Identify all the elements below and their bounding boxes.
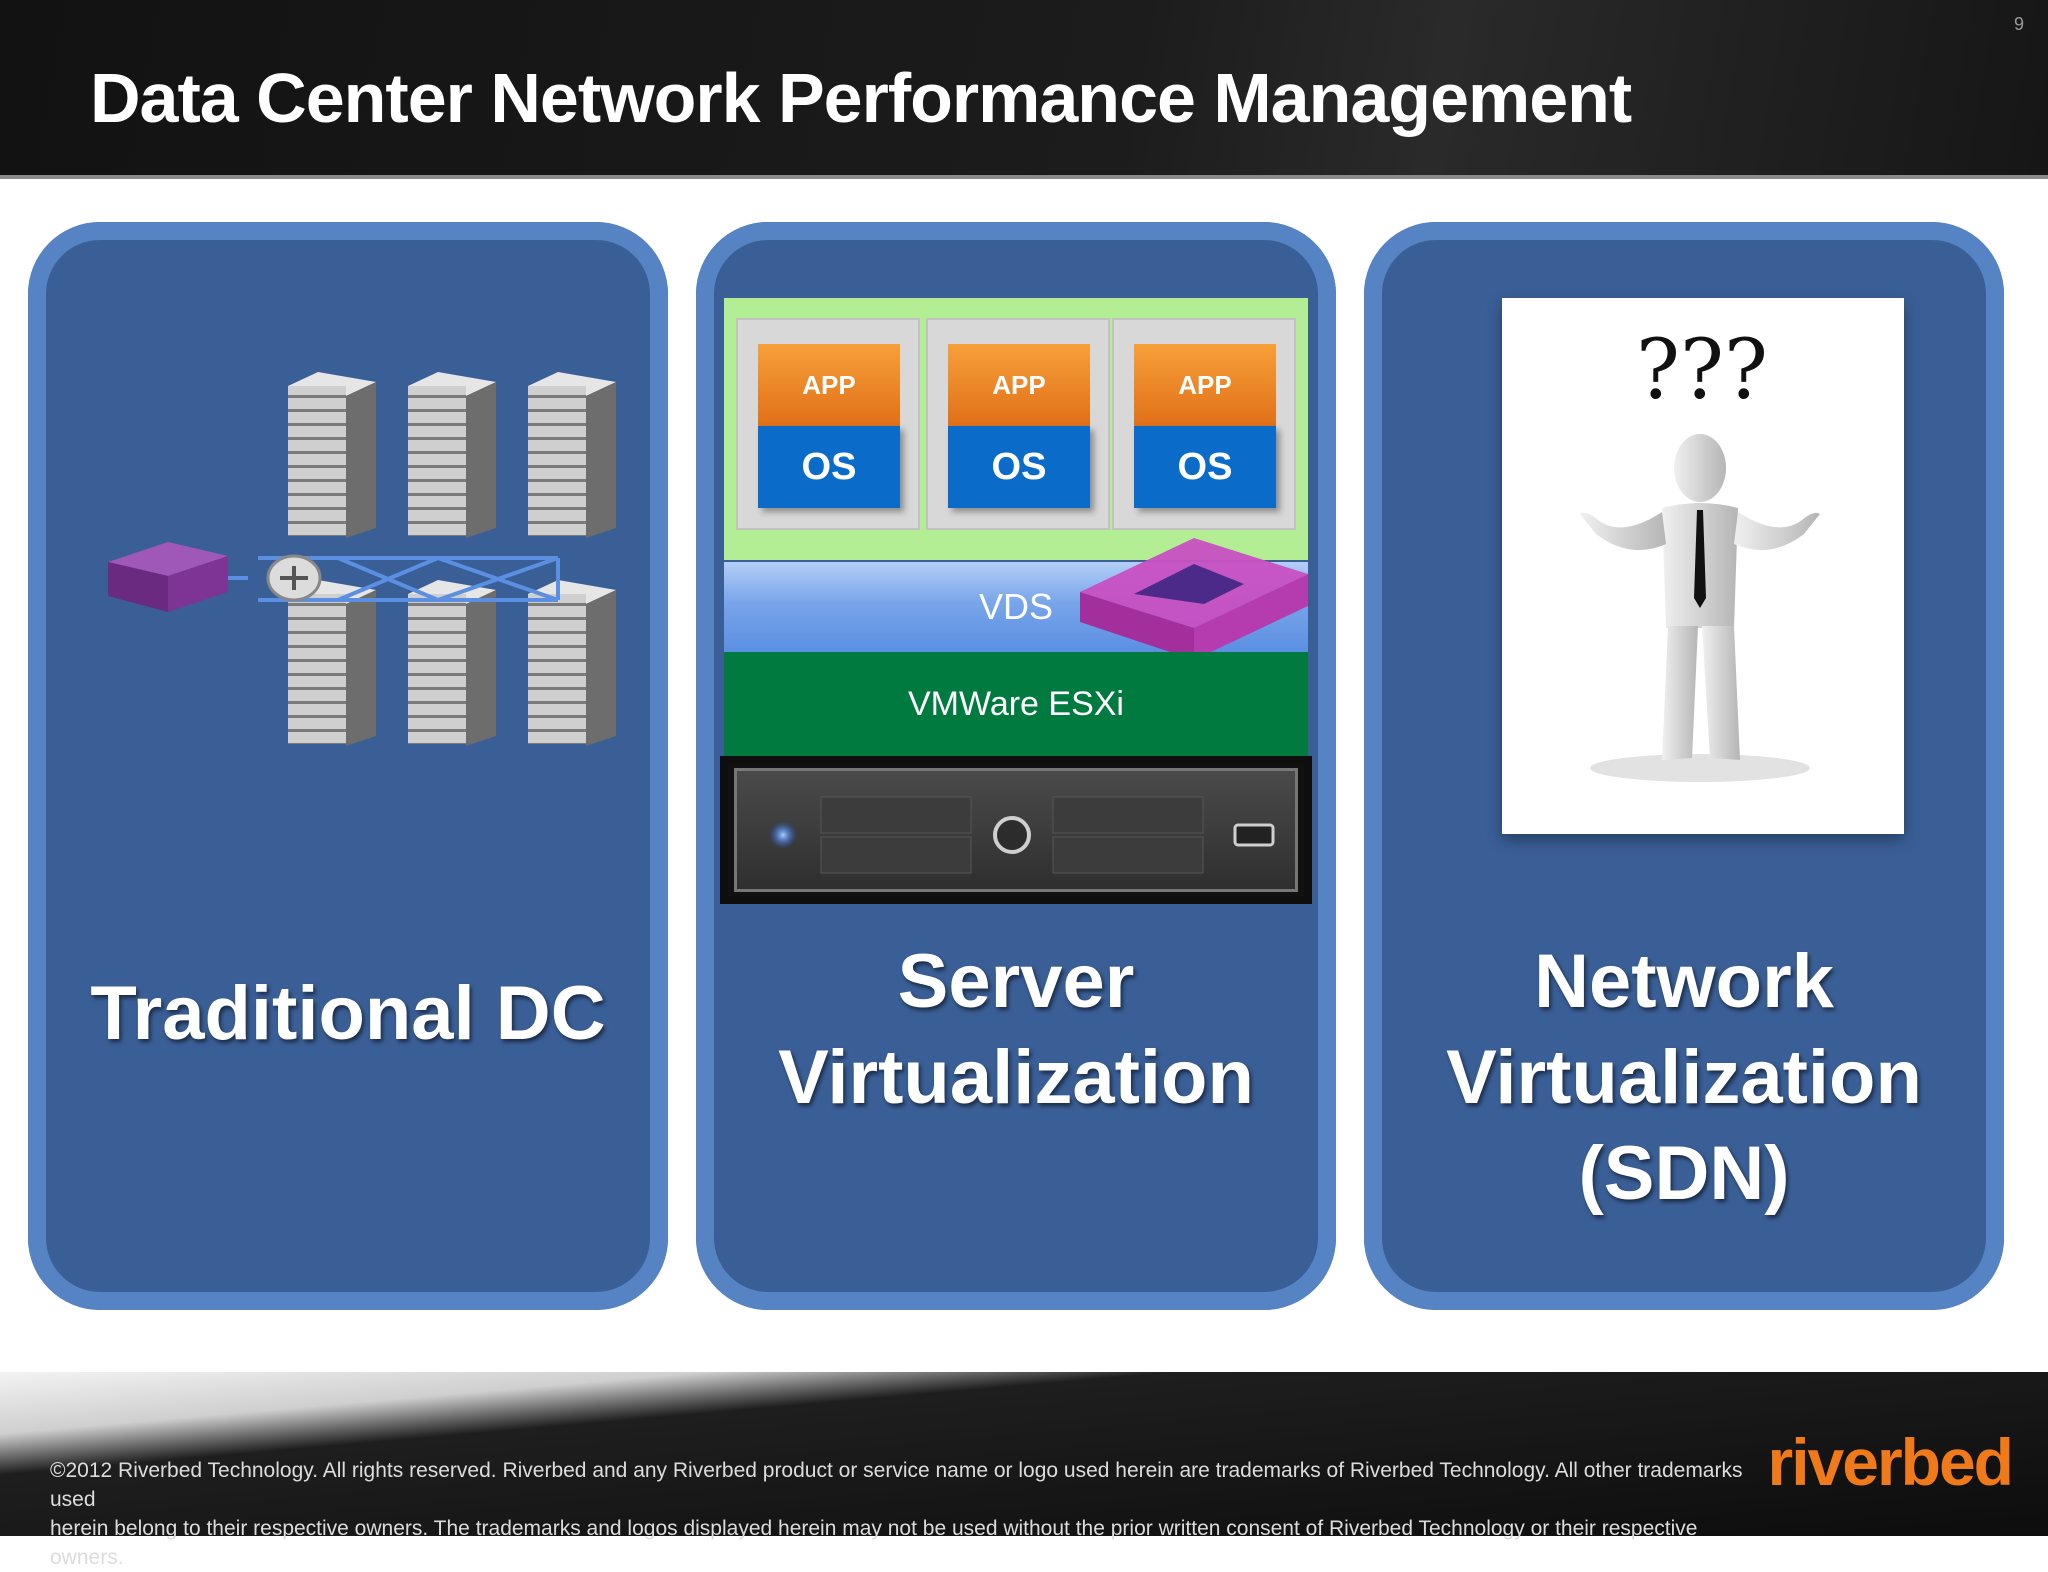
- panel-network-virtualization: ??? Network Virtualization (SDN): [1364, 222, 2004, 1310]
- appliance-icon: [108, 542, 228, 612]
- drive-bay: [1052, 836, 1204, 874]
- legal-notice: ©2012 Riverbed Technology. All rights re…: [50, 1456, 1750, 1572]
- riverbed-logo: riverbed: [1767, 1425, 2014, 1499]
- os-block: OS: [948, 426, 1090, 508]
- router-icon: [266, 554, 322, 602]
- hypervisor-layer: VMWare ESXi: [724, 652, 1308, 756]
- panel-label-line: (SDN): [1578, 1131, 1790, 1216]
- server-front-panel: [769, 796, 1275, 874]
- server-rack-icon: [528, 372, 616, 538]
- vm-box: APP OS: [1112, 318, 1296, 530]
- drive-bay: [820, 796, 972, 834]
- virtualization-stack: APP OS APP OS APP OS VDS VMWare ESXi: [720, 298, 1312, 904]
- server-rack-icon: [288, 372, 376, 538]
- drive-bay: [820, 836, 972, 874]
- server-hardware: [720, 756, 1312, 904]
- panel-label-line: Virtualization: [778, 1035, 1254, 1120]
- question-figure-card: ???: [1502, 298, 1904, 834]
- traditional-dc-illustration: [108, 372, 616, 746]
- os-block: OS: [1134, 426, 1276, 508]
- panel-traditional-dc: Traditional DC: [28, 222, 668, 1310]
- server-rack-icon: [288, 580, 376, 746]
- question-marks: ???: [1636, 323, 1768, 418]
- virtual-appliance-icon: [1080, 538, 1308, 660]
- app-block: APP: [758, 344, 900, 426]
- app-block: APP: [1134, 344, 1276, 426]
- server-rack-icon: [408, 580, 496, 746]
- vm-box: APP OS: [926, 318, 1110, 530]
- slide-header: Data Center Network Performance Manageme…: [0, 0, 2048, 179]
- legal-line: herein belong to their respective owners…: [50, 1517, 1698, 1569]
- panel-label-line: Server: [897, 939, 1135, 1024]
- server-rack-icon: [408, 372, 496, 538]
- vds-label: VDS: [978, 586, 1054, 627]
- usb-port-icon: [1233, 823, 1275, 847]
- drive-bay: [1052, 796, 1204, 834]
- slide-footer: ©2012 Riverbed Technology. All rights re…: [0, 1372, 2048, 1569]
- slide-title: Data Center Network Performance Manageme…: [90, 59, 1632, 137]
- power-button-icon: [993, 816, 1031, 854]
- page-number: 9: [2013, 14, 2024, 34]
- panel-label-line: Virtualization: [1446, 1035, 1922, 1120]
- app-block: APP: [948, 344, 1090, 426]
- server-chassis: [734, 768, 1298, 892]
- confused-person-icon: ???: [1580, 323, 1820, 782]
- server-rack-group: [288, 372, 616, 746]
- legal-line: ©2012 Riverbed Technology. All rights re…: [50, 1459, 1743, 1511]
- hypervisor-label: VMWare ESXi: [907, 685, 1124, 723]
- power-led-icon: [769, 821, 797, 849]
- os-block: OS: [758, 426, 900, 508]
- vm-box: APP OS: [736, 318, 920, 530]
- panel-label-line: Traditional DC: [90, 971, 606, 1056]
- panel-label-line: Network: [1534, 939, 1834, 1024]
- panel-server-virtualization: APP OS APP OS APP OS VDS VMWare ESXi: [696, 222, 1336, 1310]
- server-rack-icon: [528, 580, 616, 746]
